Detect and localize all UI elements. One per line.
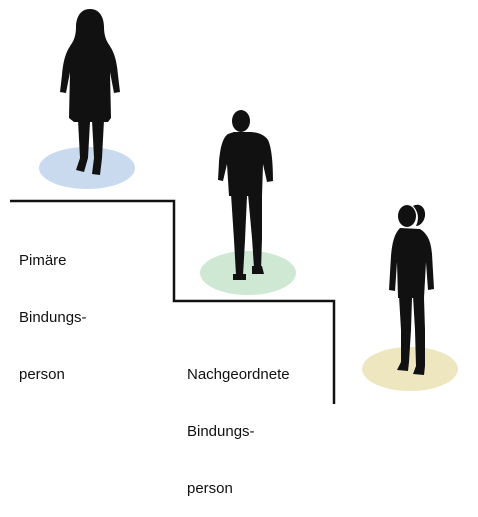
primary-label-line2: Bindungs- [19,309,87,326]
secondary-attachment-label: Nachgeordnete Bindungs- person [187,327,290,517]
floor-ellipse-third [362,347,458,391]
attachment-steps-diagram [10,9,458,404]
floor-ellipse-primary [39,147,135,189]
man-figure [218,110,273,280]
secondary-label-line3: person [187,480,233,497]
floor-ellipse-secondary [200,251,296,295]
secondary-label-line1: Nachgeordnete [187,366,290,383]
primary-label-line1: Pimäre [19,252,67,269]
primary-attachment-label: Pimäre Bindungs- person [19,213,87,403]
woman-long-hair-figure [60,9,120,175]
secondary-label-line2: Bindungs- [187,423,255,440]
primary-label-line3: person [19,366,65,383]
step-line [10,199,336,404]
woman-ponytail-figure [389,204,434,375]
